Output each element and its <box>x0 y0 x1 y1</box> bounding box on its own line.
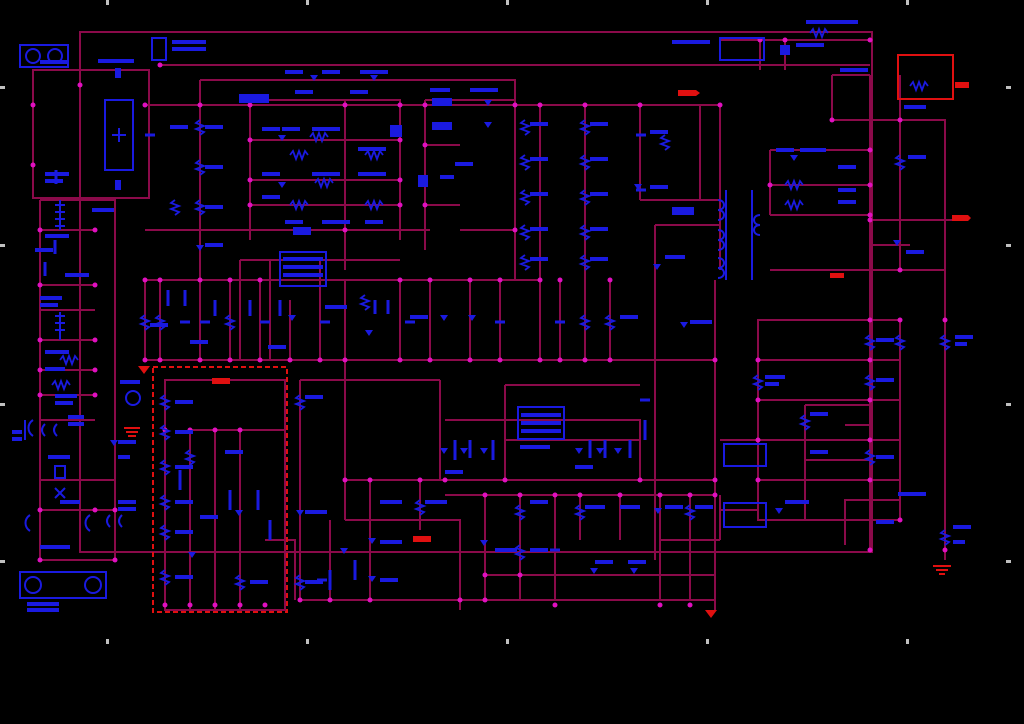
capacitors <box>43 133 650 590</box>
ground-symbols <box>124 427 951 575</box>
resistors <box>51 26 952 591</box>
components <box>19 37 767 599</box>
part-labels <box>12 20 973 612</box>
part-marks <box>110 45 901 582</box>
junction-nodes <box>30 37 948 608</box>
accent-marks <box>138 54 971 618</box>
frame-ticks <box>0 0 1011 644</box>
